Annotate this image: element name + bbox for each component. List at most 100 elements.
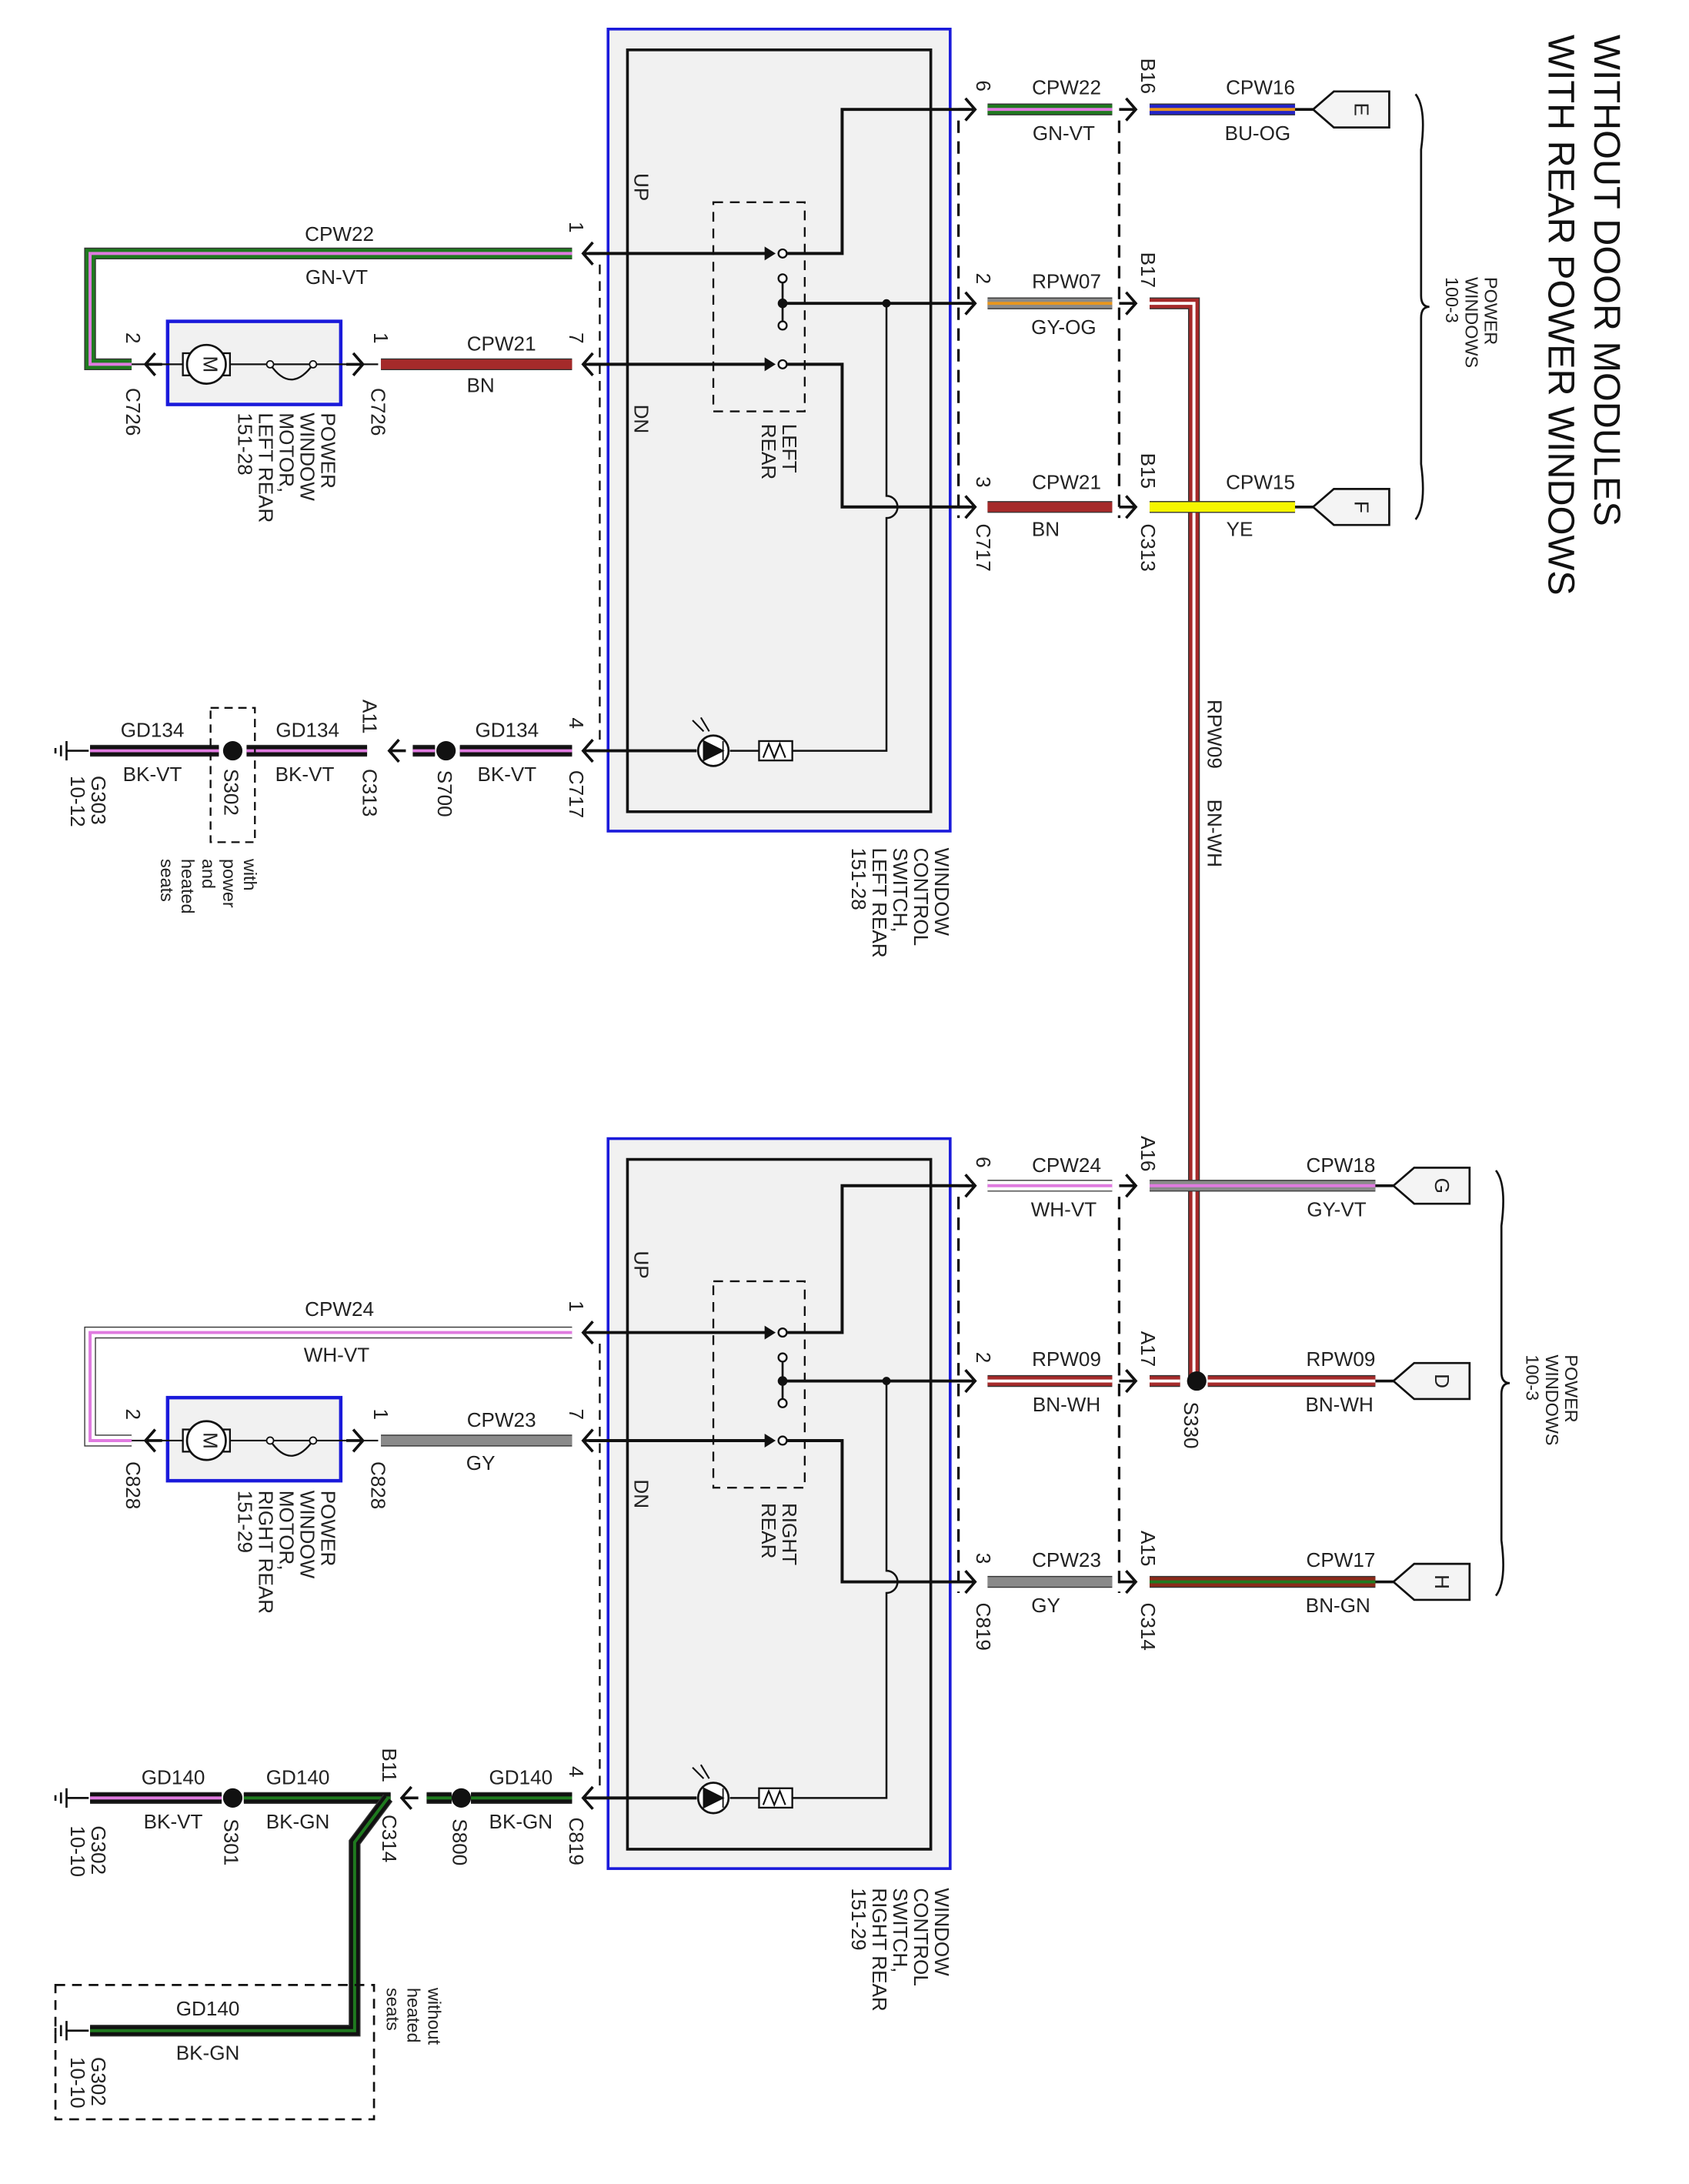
connector-chevron-icon bbox=[958, 291, 977, 316]
color-label: BN-WH bbox=[1305, 1393, 1373, 1416]
contacts-label: LEFT bbox=[778, 424, 801, 473]
color-label: GY-OG bbox=[1031, 316, 1097, 339]
circuit-label: CPW18 bbox=[1306, 1154, 1375, 1177]
ground-icon bbox=[54, 2021, 89, 2041]
option-note: and bbox=[199, 859, 219, 889]
connector-chevron-icon bbox=[581, 738, 600, 763]
color-label: BN-WH bbox=[1203, 800, 1227, 867]
switch-name: SWITCH, bbox=[889, 848, 912, 933]
circuit-label: GD140 bbox=[489, 1765, 553, 1788]
connector-chevron-icon bbox=[958, 495, 977, 519]
wire-crossover-stripe bbox=[1150, 302, 1196, 1381]
motor-name: POWER bbox=[317, 412, 340, 489]
connector-label: C726 bbox=[122, 388, 145, 436]
motor-name: MOTOR, bbox=[275, 412, 299, 493]
circuit-label: RPW07 bbox=[1032, 269, 1101, 292]
color-label: GY-VT bbox=[1307, 1197, 1366, 1221]
switch-module-outline bbox=[606, 1137, 952, 1870]
led-light-rays-icon bbox=[692, 1764, 710, 1779]
reference-label: 100-3 bbox=[1523, 1354, 1543, 1401]
switch-name: CONTROL bbox=[910, 848, 933, 947]
color-label: YE bbox=[1227, 518, 1253, 541]
ground-icon bbox=[54, 1788, 89, 1808]
circuit-label: RPW09 bbox=[1032, 1347, 1101, 1371]
pin-label: 7 bbox=[565, 332, 588, 344]
junction-dot bbox=[882, 299, 891, 308]
color-label: BK-VT bbox=[477, 763, 536, 786]
circuit-label: GD134 bbox=[476, 719, 539, 742]
connector-label: C726 bbox=[366, 388, 389, 436]
switch-contact-icon bbox=[777, 1352, 788, 1363]
switch-contact-icon bbox=[777, 273, 788, 284]
motor-name: MOTOR, bbox=[275, 1491, 299, 1571]
pin-label: 1 bbox=[369, 1409, 392, 1421]
circuit-line bbox=[786, 362, 970, 509]
pin-label: A15 bbox=[1137, 1531, 1160, 1566]
connector-chevron-icon bbox=[581, 241, 600, 265]
splice-label: S330 bbox=[1180, 1402, 1203, 1449]
off-page-connector-icon bbox=[1391, 1562, 1471, 1601]
connector-chevron-icon bbox=[143, 1428, 162, 1453]
switch-name: LEFT REAR bbox=[868, 848, 891, 958]
terminal-icon bbox=[265, 359, 275, 369]
pin-label: A11 bbox=[359, 700, 382, 733]
brace-icon bbox=[1494, 1170, 1510, 1597]
connector-chevron-icon bbox=[143, 352, 162, 376]
pin-label: 2 bbox=[972, 1352, 995, 1364]
thermal-breaker-icon bbox=[269, 1440, 314, 1457]
pin-label: B17 bbox=[1137, 252, 1160, 288]
terminal-icon bbox=[309, 359, 318, 369]
connector-chevron-icon bbox=[581, 1320, 600, 1345]
motor-name: 151-29 bbox=[234, 1491, 257, 1553]
circuit-label: CPW17 bbox=[1306, 1548, 1375, 1571]
pin-label: 6 bbox=[972, 1157, 995, 1168]
pin-label: A16 bbox=[1137, 1136, 1160, 1171]
color-label: BK-VT bbox=[144, 1810, 203, 1833]
title-line-2: WITH REAR POWER WINDOWS bbox=[1540, 35, 1581, 596]
contact-arrow-icon bbox=[764, 246, 776, 261]
splice-S800 bbox=[451, 1788, 472, 1808]
connector-label: C313 bbox=[359, 769, 382, 816]
color-label: BN-WH bbox=[1033, 1393, 1100, 1416]
reference-label: 100-3 bbox=[1442, 277, 1462, 323]
color-label: BK-VT bbox=[123, 763, 182, 786]
connector-chevron-icon bbox=[1119, 495, 1138, 519]
color-label: BK-GN bbox=[489, 1810, 553, 1833]
ground-icon bbox=[54, 740, 89, 761]
pin-label: 4 bbox=[565, 1766, 588, 1778]
connector-label: C828 bbox=[366, 1461, 389, 1509]
off-page-connector-icon bbox=[1311, 90, 1390, 129]
connector-chevron-icon bbox=[1119, 1174, 1138, 1198]
pin-label: 1 bbox=[369, 332, 392, 344]
motor-name: RIGHT REAR bbox=[255, 1491, 278, 1614]
ground-ref: 10-10 bbox=[66, 2057, 89, 2109]
connector-chevron-icon bbox=[581, 1785, 600, 1810]
option-note: seats bbox=[157, 859, 177, 902]
contacts-label: REAR bbox=[757, 424, 780, 479]
connector-chevron-icon bbox=[1119, 291, 1138, 316]
color-label: GN-VT bbox=[1033, 122, 1095, 145]
wire-motor-up-stripe bbox=[88, 252, 572, 366]
right-rear-labels: 6 CPW24 WH-VT A16 CPW18 GY-VT G 2 RPW09 … bbox=[66, 1136, 1581, 2109]
pin-label: 3 bbox=[972, 476, 995, 488]
connector-chevron-icon bbox=[581, 1428, 600, 1453]
connector-chevron-icon bbox=[958, 1174, 977, 1198]
color-label: BN bbox=[1032, 518, 1060, 541]
connector-chevron-icon bbox=[958, 97, 977, 122]
switch-up-label: UP bbox=[629, 173, 653, 201]
circuit-label: CPW24 bbox=[305, 1297, 374, 1321]
switch-dn-label: DN bbox=[629, 405, 653, 434]
connector-chevron-icon bbox=[1119, 1569, 1138, 1595]
connector-E-label: E bbox=[1350, 102, 1373, 115]
switch-name: SWITCH, bbox=[889, 1888, 912, 1972]
option-dashed-box bbox=[209, 706, 256, 843]
option-note: heated bbox=[403, 1988, 423, 2042]
switch-dn-label: DN bbox=[629, 1479, 653, 1508]
thermal-breaker-icon bbox=[269, 363, 314, 381]
ground-id: G302 bbox=[87, 2057, 110, 2106]
color-label: BU-OG bbox=[1225, 122, 1290, 145]
connector-label: C819 bbox=[972, 1603, 995, 1651]
connector-chevron-icon bbox=[387, 738, 406, 763]
pin-label: B15 bbox=[1137, 453, 1160, 489]
connector-F-label: F bbox=[1350, 501, 1373, 513]
